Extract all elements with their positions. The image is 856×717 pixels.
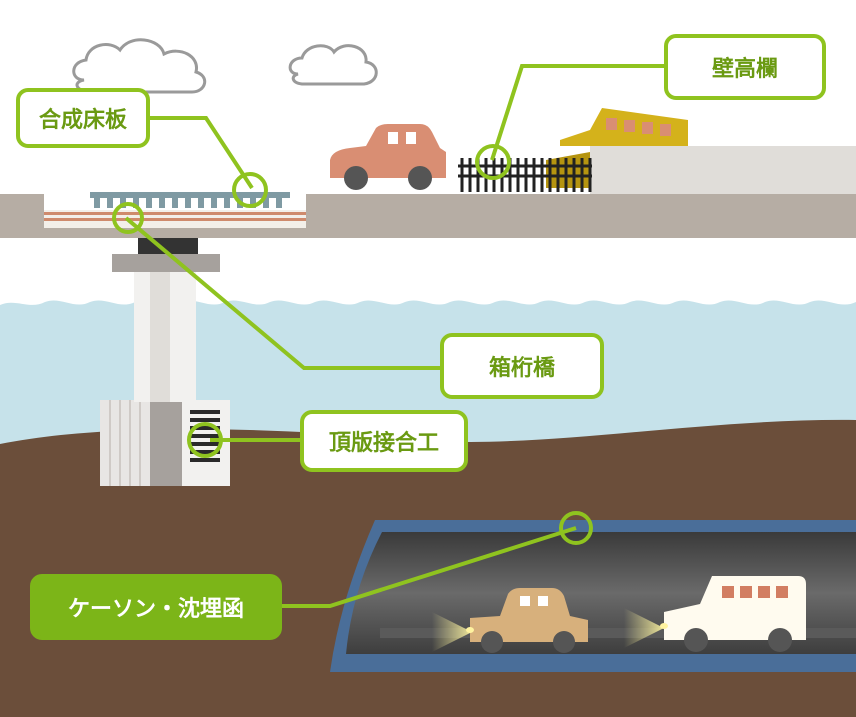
tunnel-bus-icon <box>624 576 806 652</box>
label-caisson-tunnel: ケーソン・沈埋函 <box>30 574 282 640</box>
marker-circles <box>112 144 593 545</box>
label-box-girder: 箱桁橋 <box>440 333 604 399</box>
caisson-foundation <box>100 400 230 486</box>
label-wall-railing: 壁高欄 <box>664 34 826 100</box>
cloud-icon <box>288 44 378 86</box>
car-icon <box>330 124 446 190</box>
label-composite-deck: 合成床板 <box>16 88 150 148</box>
label-top-slab-joint: 頂版接合工 <box>300 410 468 472</box>
leader-lines <box>124 64 664 608</box>
cloud-icon <box>72 38 207 94</box>
bridge-pier <box>112 236 220 402</box>
road-deck <box>0 146 856 238</box>
tunnel-car-icon <box>432 588 588 653</box>
